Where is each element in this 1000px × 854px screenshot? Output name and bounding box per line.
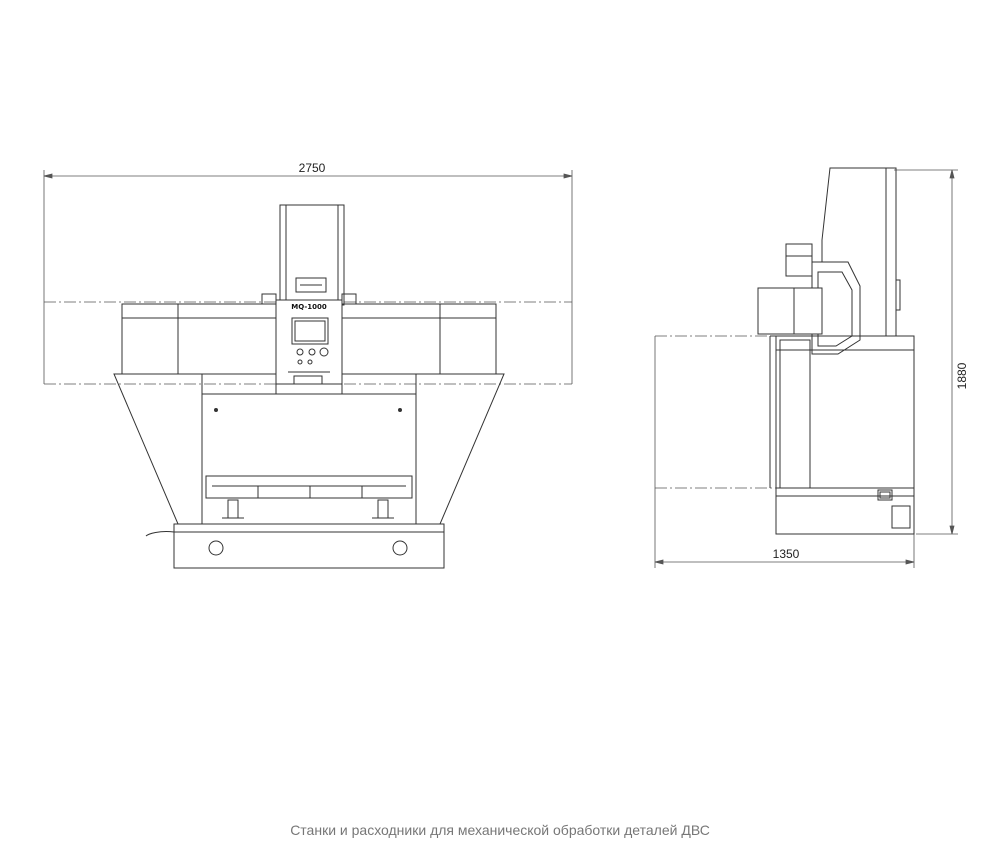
depth-dimension-label: 1350 xyxy=(773,547,800,561)
front-view: 2750 xyxy=(43,161,573,569)
side-body xyxy=(769,335,915,535)
model-label: MQ-1000 xyxy=(291,303,327,311)
caption: Станки и расходники для механической обр… xyxy=(290,822,710,838)
panel-screen xyxy=(291,317,329,345)
spindle-head xyxy=(757,243,861,355)
panel-knob xyxy=(296,348,304,356)
machine-base xyxy=(113,373,505,569)
height-dimension-label: 1880 xyxy=(955,362,969,389)
width-dimension xyxy=(43,170,573,384)
leveling-hole-left xyxy=(208,540,224,556)
height-dimension xyxy=(894,169,958,535)
leveling-hole-right xyxy=(392,540,408,556)
side-travel-envelope xyxy=(655,335,776,489)
side-access-panel xyxy=(891,505,911,529)
column xyxy=(261,204,357,306)
side-switch xyxy=(877,489,893,501)
side-view: 1880 1350 xyxy=(654,167,969,568)
width-dimension-label: 2750 xyxy=(299,161,326,175)
control-panel xyxy=(275,277,343,395)
depth-dimension xyxy=(654,336,915,568)
